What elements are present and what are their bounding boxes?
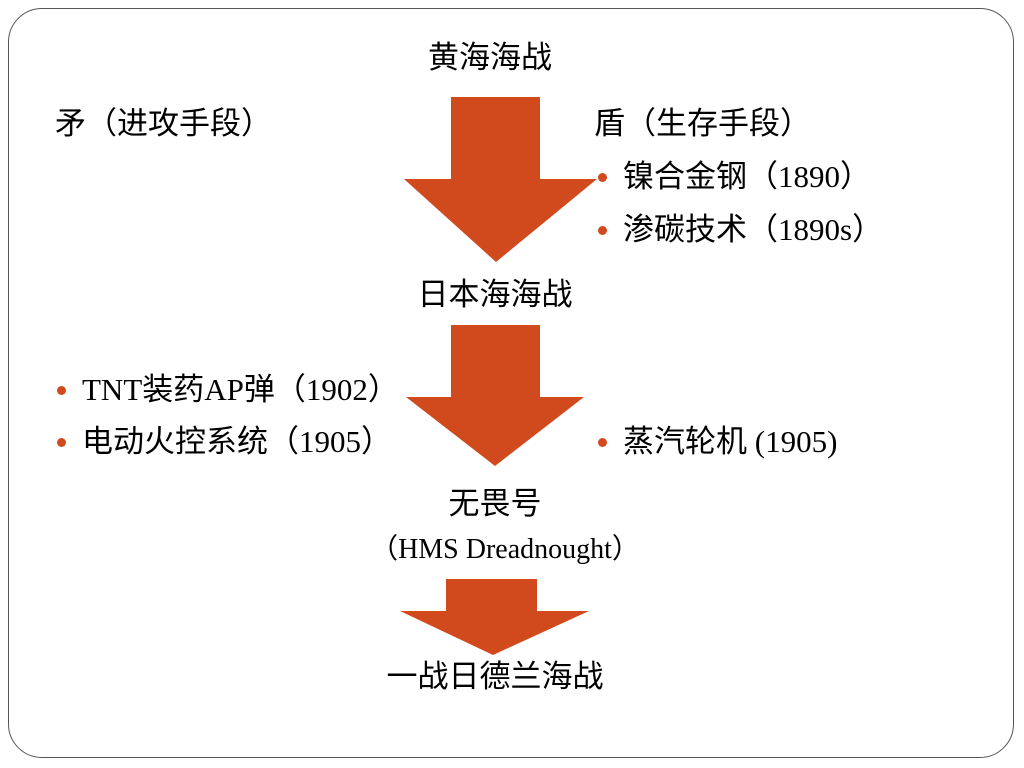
list-item: 电动火控系统（1905） [57, 422, 392, 462]
node-dreadnought-english: （HMS Dreadnought） [370, 534, 640, 565]
down-arrow-3 [400, 579, 589, 655]
down-arrow-2 [406, 325, 584, 466]
list-item-text: 蒸汽轮机 (1905) [623, 424, 838, 459]
list-item-text: 电动火控系统（1905） [82, 424, 392, 459]
bullet-icon [598, 437, 607, 447]
node-jutland-battle: 一战日德兰海战 [386, 659, 604, 695]
node-tsushima-battle: 日本海海战 [417, 277, 573, 313]
list-item-text: 渗碳技术（1890s） [623, 212, 884, 247]
list-item: 蒸汽轮机 (1905) [598, 422, 837, 462]
list-item-text: 镍合金钢（1890） [623, 159, 871, 194]
bullet-icon [598, 172, 607, 182]
list-item: TNT装药AP弹（1902） [57, 370, 399, 410]
list-item: 镍合金钢（1890） [598, 157, 871, 197]
list-item-text: TNT装药AP弹（1902） [82, 372, 399, 407]
bullet-icon [57, 385, 66, 395]
bullet-icon [57, 437, 66, 447]
list-item: 渗碳技术（1890s） [598, 210, 883, 250]
node-yellow-sea-battle: 黄海海战 [428, 40, 552, 76]
attack-means-header: 矛（进攻手段） [55, 106, 272, 142]
down-arrow-1 [404, 97, 597, 262]
node-dreadnought: 无畏号 [448, 486, 542, 522]
bullet-icon [598, 225, 607, 235]
defense-means-header: 盾（生存手段） [594, 106, 811, 142]
slide-frame [8, 8, 1014, 758]
